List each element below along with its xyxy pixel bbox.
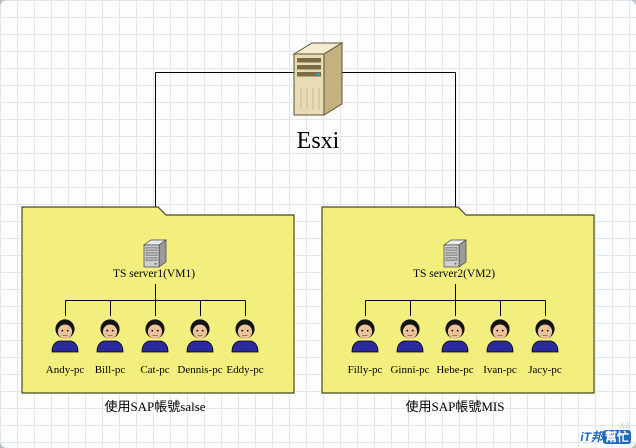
itbang-watermark: ∴∴ iT邦幫忙: [580, 423, 631, 444]
pc-label: Cat-pc: [140, 364, 170, 376]
pc-label: Dennis-pc: [177, 364, 223, 376]
pc-label: Hebe-pc: [436, 364, 474, 376]
pc-label: Ginni-pc: [390, 364, 430, 376]
pc-label: Andy-pc: [45, 364, 85, 376]
esxi-server-icon: [293, 42, 343, 116]
ts-server2-label: TS server2(VM2): [412, 268, 496, 280]
logo-text: iT邦幫忙: [580, 430, 631, 444]
pc-label: Jacy-pc: [528, 364, 562, 376]
mini-server-icon-left: [143, 239, 167, 268]
pc-label: Ivan-pc: [483, 364, 517, 376]
pc-label: Bill-pc: [94, 364, 126, 376]
pc-label: Filly-pc: [347, 364, 383, 376]
group2-caption: 使用SAP帳號MIS: [405, 399, 505, 414]
pc-label: Eddy-pc: [226, 364, 264, 376]
hypervisor-label: Esxi: [296, 128, 340, 154]
tree-right: [365, 284, 546, 316]
tree-left: [65, 284, 246, 316]
ts-server1-label: TS server1(VM1): [112, 268, 196, 280]
logo-suffix: 幫忙: [602, 430, 631, 444]
logo-dots: ∴∴: [620, 423, 631, 430]
group1-caption: 使用SAP帳號salse: [104, 399, 206, 414]
mini-server-icon-right: [443, 239, 467, 268]
logo-prefix: iT邦: [580, 430, 603, 444]
